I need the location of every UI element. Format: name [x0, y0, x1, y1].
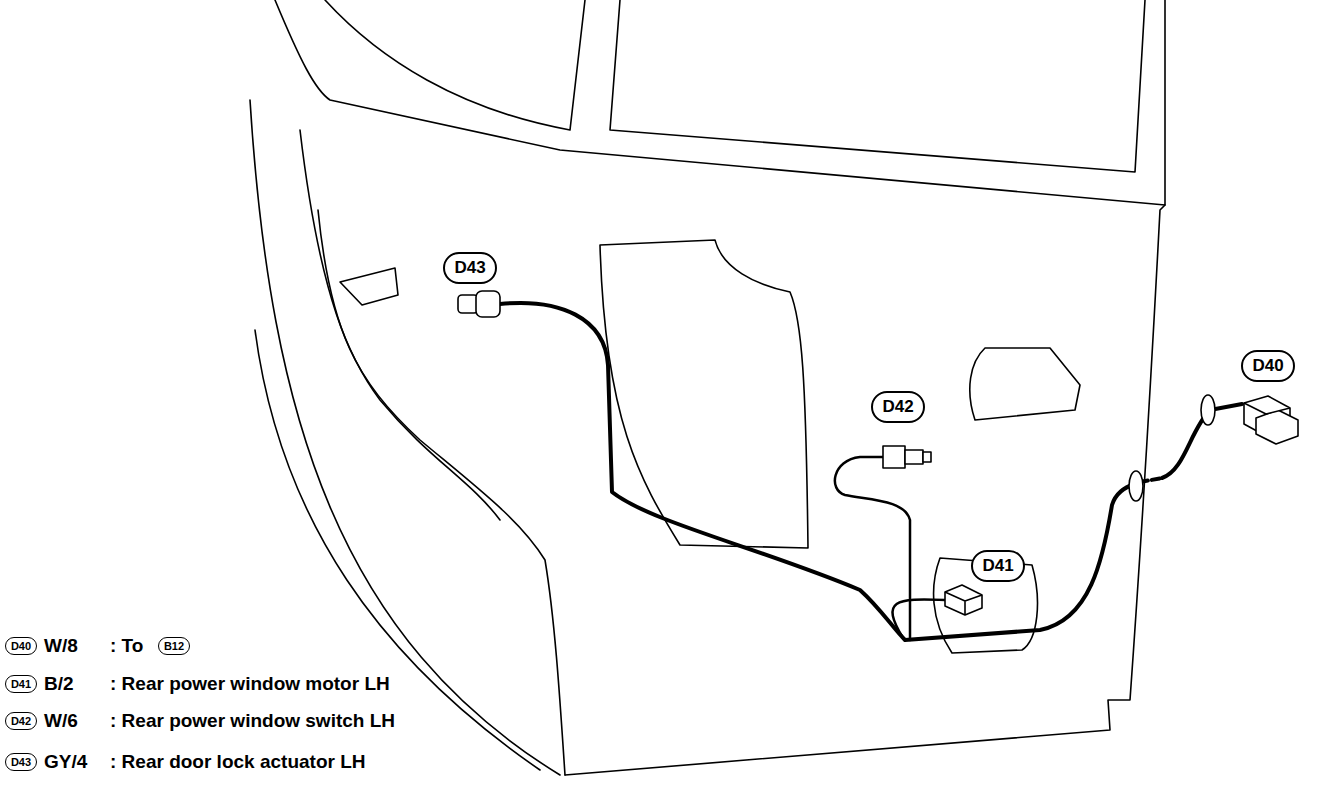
- window-motor-connector: [945, 585, 982, 615]
- connector-spec: GY/4: [44, 751, 87, 773]
- callout-code: D43: [11, 756, 31, 768]
- lock-actuator-connector: [458, 291, 500, 317]
- door-frame: [275, 0, 1165, 205]
- connector-callout: D42: [871, 391, 924, 423]
- handle-recess: [340, 268, 398, 305]
- connector-description: : To: [110, 635, 143, 657]
- connector-spec: B/2: [44, 673, 74, 695]
- connector-callout: D43: [443, 252, 496, 284]
- legend-callout: D41: [5, 675, 37, 693]
- door-edge-curve: [255, 330, 540, 770]
- window-switch-connector: [883, 446, 931, 468]
- legend-callout: D40: [5, 637, 37, 655]
- callout-code: D41: [982, 556, 1013, 576]
- connector-callout: D40: [1241, 350, 1294, 382]
- connector-spec: W/8: [44, 635, 78, 657]
- callout-code: D42: [882, 397, 913, 417]
- callout-code: D43: [454, 258, 485, 278]
- door-inner-edge: [300, 130, 500, 520]
- connector-description: : Rear door lock actuator LH: [110, 751, 366, 773]
- connector-description: : Rear power window motor LH: [110, 673, 390, 695]
- legend-callout: D43: [5, 753, 37, 771]
- connector-spec: W/6: [44, 710, 78, 732]
- harness-connector: [1244, 396, 1298, 444]
- access-hole: [970, 348, 1080, 420]
- grommet: [1129, 471, 1143, 501]
- wire-branch: [835, 457, 910, 640]
- connector-callout: D41: [971, 550, 1024, 582]
- callout-code: D40: [1252, 356, 1283, 376]
- connector-description: : Rear power window switch LH: [110, 710, 395, 732]
- window-glass-outline: [610, 0, 1145, 172]
- callout-code: D42: [11, 715, 31, 727]
- legend-callout: D42: [5, 712, 37, 730]
- wire-harness: [500, 303, 1135, 640]
- legend-callout: B12: [158, 637, 190, 655]
- callout-code: B12: [164, 640, 184, 652]
- callout-code: D40: [11, 640, 31, 652]
- window-glass-outline: [325, 0, 585, 130]
- callout-code: D41: [11, 678, 31, 690]
- door-panel-edge: [565, 205, 1165, 775]
- wire-branch: [892, 599, 945, 638]
- grommet: [1201, 395, 1215, 425]
